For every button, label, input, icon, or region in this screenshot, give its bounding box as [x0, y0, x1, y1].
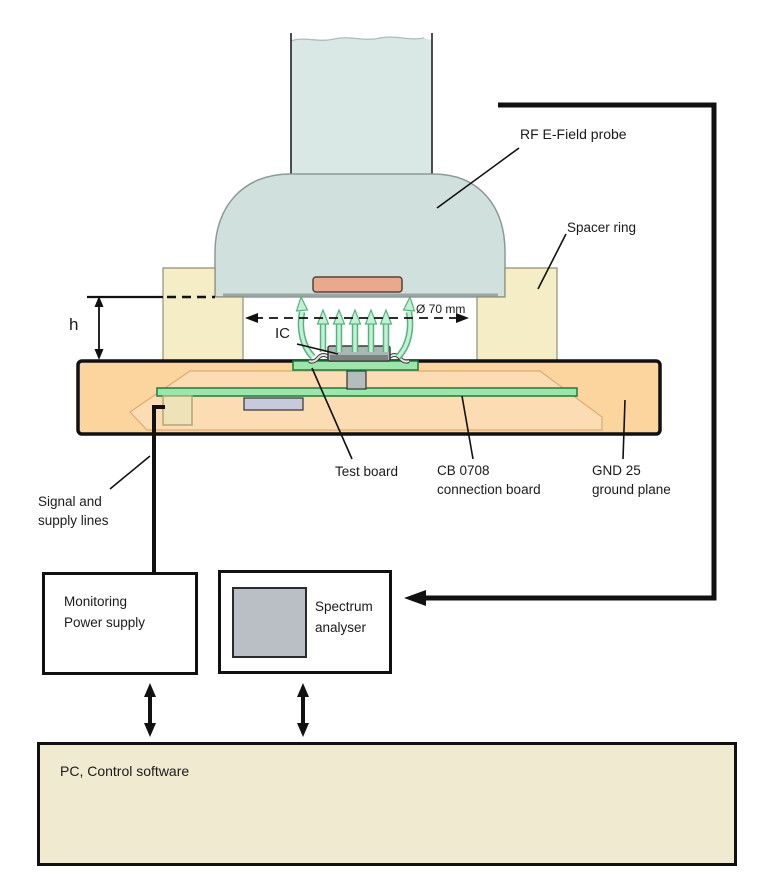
ground-plane-cavity [129, 370, 603, 431]
connection-board-label-line1: CB 0708 [437, 463, 490, 478]
connection-board [156, 387, 578, 397]
e-field-arrows [295, 295, 416, 360]
monitoring-label-line1: Monitoring [64, 594, 128, 609]
rf-probe-label: RF E-Field probe [520, 126, 627, 142]
probe-sensor-plate [312, 276, 403, 293]
probe-dome [214, 173, 506, 298]
gnd-leader [622, 399, 626, 460]
pc-label: PC, Control software [60, 763, 190, 779]
board-component [243, 397, 304, 411]
signal-leader [109, 455, 151, 490]
spectrum-analyser-text: Spectrum analyser [315, 596, 373, 638]
spacer-ring-label: Spacer ring [567, 220, 637, 235]
spectrum-label-line1: Spectrum [315, 599, 373, 614]
field-arrow-curved-left [295, 295, 316, 360]
field-arrow-curved-right [395, 295, 416, 360]
monitoring-power-supply-text: Monitoring Power supply [64, 591, 145, 633]
spectrum-pc-link-arrow [297, 683, 309, 737]
pc-control-software-box: PC, Control software [37, 742, 737, 866]
field-arrow-straight [364, 308, 378, 352]
height-dimension-label: h [69, 315, 79, 334]
signal-supply-label-line2: supply lines [38, 513, 109, 528]
ic-package-shadow [330, 355, 388, 360]
cable-arrowhead-icon [404, 590, 426, 606]
field-arrow-straight [316, 308, 330, 352]
diameter-arrowhead-right-icon [456, 313, 469, 323]
connection-board-label-line2: connection board [437, 482, 541, 497]
monitoring-label-line2: Power supply [64, 615, 146, 630]
ic-lead-left-fill [308, 354, 331, 363]
signal-supply-cable [152, 405, 165, 572]
field-arrow-straight [379, 308, 393, 352]
connector-block [162, 395, 193, 426]
probe-to-analyser-cable [426, 102, 717, 601]
signal-supply-label: Signal and supply lines [38, 492, 109, 530]
field-arrow-straight [332, 308, 346, 352]
spectrum-analyser-screen [232, 587, 307, 658]
cb-leader [461, 395, 474, 460]
ground-plane-label-line2: ground plane [592, 482, 671, 497]
spectrum-analyser-box: Spectrum analyser [218, 570, 392, 674]
test-board-leader [311, 367, 353, 460]
monitoring-pc-link-arrow [144, 683, 156, 737]
ground-plane-label: GND 25 ground plane [592, 461, 671, 499]
spectrum-label-line2: analyser [315, 620, 367, 635]
ic-leader [296, 343, 339, 355]
signal-supply-label-line1: Signal and [38, 494, 102, 509]
test-board-label: Test board [335, 464, 399, 479]
ground-plane-label-line1: GND 25 [592, 463, 641, 478]
field-arrow-straight [348, 308, 362, 352]
probe-shaft [291, 37, 432, 175]
ic-label: IC [275, 325, 290, 342]
h-arrowhead-up-icon [94, 296, 104, 307]
board-standoff [346, 370, 367, 390]
diameter-dimension-label: Ø 70 mm [416, 302, 466, 316]
monitoring-power-supply-box: Monitoring Power supply [42, 572, 198, 675]
rf-probe-leader [436, 147, 520, 209]
h-arrowhead-down-icon [94, 349, 104, 360]
probe-shaft-break-edge [290, 36, 425, 42]
spacer-ring-leader [537, 233, 567, 290]
diameter-arrowhead-left-icon [245, 313, 258, 323]
connection-board-label: CB 0708 connection board [437, 461, 541, 499]
